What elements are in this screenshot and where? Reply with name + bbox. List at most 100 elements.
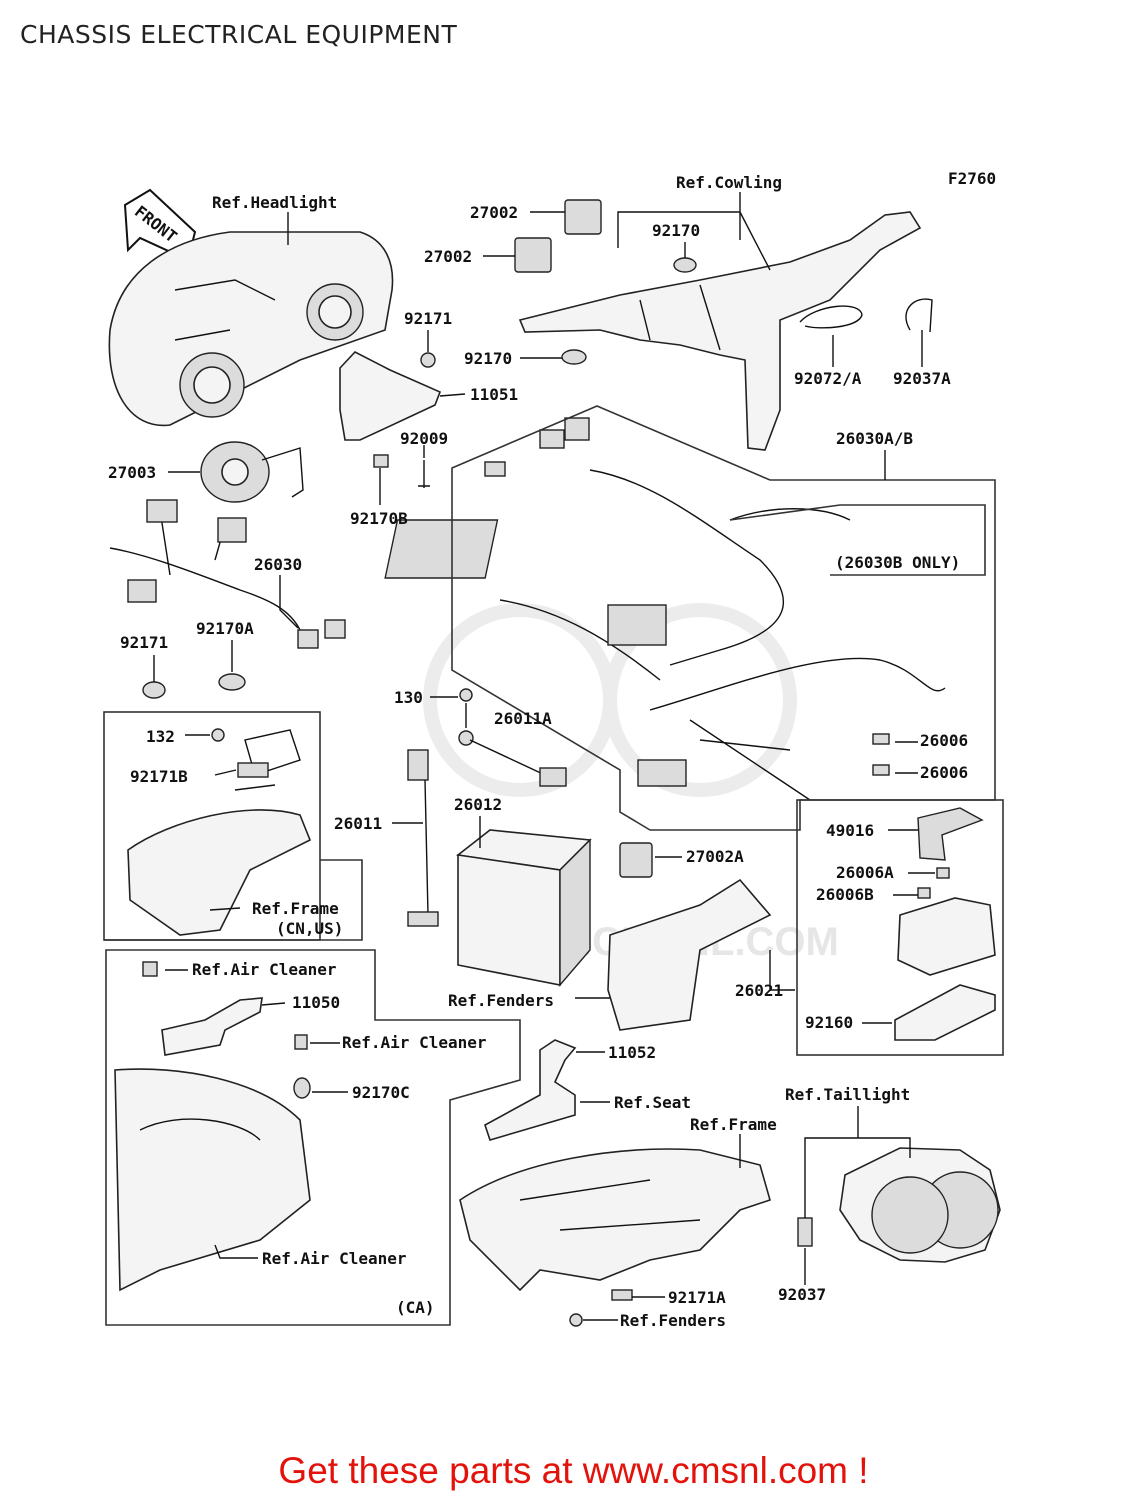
clamp-92170-b bbox=[561, 349, 587, 365]
callout-92170-b: 92170 bbox=[464, 349, 512, 368]
cover-49016 bbox=[917, 807, 984, 861]
relay-27002a bbox=[619, 842, 653, 878]
clamp-92171-b bbox=[142, 681, 166, 699]
bolt-92009 bbox=[418, 460, 430, 488]
callout-92171a: 92171A bbox=[668, 1288, 726, 1307]
callout-26006-b: 26006 bbox=[920, 763, 968, 782]
callout-labels: Ref.Headlight Ref.Cowling 27002 27002 92… bbox=[108, 173, 968, 1330]
callout-26006b: 26006B bbox=[816, 885, 874, 904]
callout-26012: 26012 bbox=[454, 795, 502, 814]
bolt-fenders bbox=[569, 1313, 583, 1327]
clip-92170b bbox=[373, 454, 389, 468]
relay-27002-a bbox=[564, 199, 602, 235]
callout-130: 130 bbox=[394, 688, 423, 707]
callout-26030: 26030 bbox=[254, 555, 302, 574]
clamp-92170a bbox=[218, 673, 246, 691]
callout-92037: 92037 bbox=[778, 1285, 826, 1304]
clamp-92170c bbox=[293, 1077, 311, 1099]
callout-ref-taillight: Ref.Taillight bbox=[785, 1085, 910, 1104]
callout-ref-cowling: Ref.Cowling bbox=[676, 173, 782, 192]
clamp-92170-a bbox=[673, 257, 697, 273]
callout-ref-fenders-a: Ref.Fenders bbox=[448, 991, 554, 1010]
fuse-26006-a bbox=[872, 733, 890, 745]
bracket-11051 bbox=[339, 351, 442, 441]
callout-92170c: 92170C bbox=[352, 1083, 410, 1102]
air-cleaner bbox=[114, 1068, 311, 1292]
main-harness bbox=[384, 417, 946, 801]
fuse-box bbox=[897, 897, 996, 976]
callout-ref-fenders-b: Ref.Fenders bbox=[620, 1311, 726, 1330]
callout-92171b: 92171B bbox=[130, 767, 188, 786]
callout-27002a: 27002A bbox=[686, 847, 744, 866]
page-title: CHASSIS ELECTRICAL EQUIPMENT bbox=[20, 20, 458, 49]
callout-92170b: 92170B bbox=[350, 509, 408, 528]
callout-26006-a: 26006 bbox=[920, 731, 968, 750]
fuse-26006-b bbox=[872, 764, 890, 776]
headlight-assembly bbox=[108, 231, 394, 427]
cable-26011 bbox=[407, 749, 439, 927]
callout-11050: 11050 bbox=[292, 993, 340, 1012]
callout-26021: 26021 bbox=[735, 981, 783, 1000]
callout-92160: 92160 bbox=[805, 1013, 853, 1032]
callout-132: 132 bbox=[146, 727, 175, 746]
callout-92170-a: 92170 bbox=[652, 221, 700, 240]
cn-us-box-ext bbox=[104, 859, 363, 941]
callout-26006a: 26006A bbox=[836, 863, 894, 882]
callout-11052: 11052 bbox=[608, 1043, 656, 1062]
horn bbox=[200, 441, 304, 503]
harness-box bbox=[451, 405, 996, 831]
battery-26012 bbox=[456, 829, 592, 987]
bracket-92171b bbox=[237, 762, 269, 778]
callout-26030ab: 26030A/B bbox=[836, 429, 913, 448]
fuse-box-cover-92160 bbox=[894, 984, 996, 1041]
fuse-26006b bbox=[917, 887, 931, 899]
bracket-11050 bbox=[161, 997, 263, 1056]
relay-27002-b bbox=[514, 237, 552, 273]
figure-code: F2760 bbox=[948, 169, 996, 188]
taillight bbox=[839, 1147, 1001, 1263]
footer-link[interactable]: Get these parts at www.cmsnl.com ! bbox=[278, 1450, 869, 1491]
callout-92009: 92009 bbox=[400, 429, 448, 448]
band-92072a bbox=[799, 305, 863, 329]
callout-ref-air-cleaner-c: Ref.Air Cleaner bbox=[262, 1249, 407, 1268]
callout-ca: (CA) bbox=[396, 1298, 435, 1317]
callout-ref-frame: Ref.Frame bbox=[690, 1115, 777, 1134]
callout-26011: 26011 bbox=[334, 814, 382, 833]
callout-27002-a: 27002 bbox=[470, 203, 518, 222]
clip-92171a bbox=[611, 1289, 633, 1301]
callout-27003: 27003 bbox=[108, 463, 156, 482]
callout-92171-b: 92171 bbox=[120, 633, 168, 652]
callout-92072a: 92072/A bbox=[794, 369, 862, 388]
clip-92171-a bbox=[420, 352, 436, 368]
callout-11051: 11051 bbox=[470, 385, 518, 404]
bolt-air-cleaner-b bbox=[294, 1034, 308, 1050]
cable-26011a bbox=[458, 730, 567, 787]
fuse-26006a bbox=[936, 867, 950, 879]
callout-26011a: 26011A bbox=[494, 709, 552, 728]
fuse-case-26021 bbox=[607, 878, 772, 1031]
harness-b-only-box bbox=[729, 504, 986, 576]
ca-box bbox=[105, 949, 521, 1326]
clamp-92037a bbox=[905, 298, 933, 333]
callout-ref-air-cleaner-a: Ref.Air Cleaner bbox=[192, 960, 337, 979]
callout-ref-seat: Ref.Seat bbox=[614, 1093, 691, 1112]
callout-92171-a: 92171 bbox=[404, 309, 452, 328]
callout-92170a: 92170A bbox=[196, 619, 254, 638]
sub-harness-26030 bbox=[109, 499, 346, 649]
bolt-130 bbox=[459, 688, 473, 702]
callout-27002-b: 27002 bbox=[424, 247, 472, 266]
callout-ref-frame-cnus: Ref.Frame bbox=[252, 899, 339, 918]
callout-cn-us: (CN,US) bbox=[276, 919, 343, 938]
callout-92037a: 92037A bbox=[893, 369, 951, 388]
bolt-air-cleaner-a bbox=[142, 961, 158, 977]
callout-49016: 49016 bbox=[826, 821, 874, 840]
callout-26030b-only: (26030B ONLY) bbox=[835, 553, 960, 572]
clip-92037 bbox=[797, 1217, 813, 1247]
leader-lines bbox=[153, 192, 935, 1321]
cowling-stay bbox=[518, 211, 922, 451]
frame-cnus bbox=[127, 729, 312, 936]
bolt-132 bbox=[211, 728, 225, 742]
callout-ref-headlight: Ref.Headlight bbox=[212, 193, 337, 212]
bracket-11052 bbox=[484, 1039, 577, 1141]
